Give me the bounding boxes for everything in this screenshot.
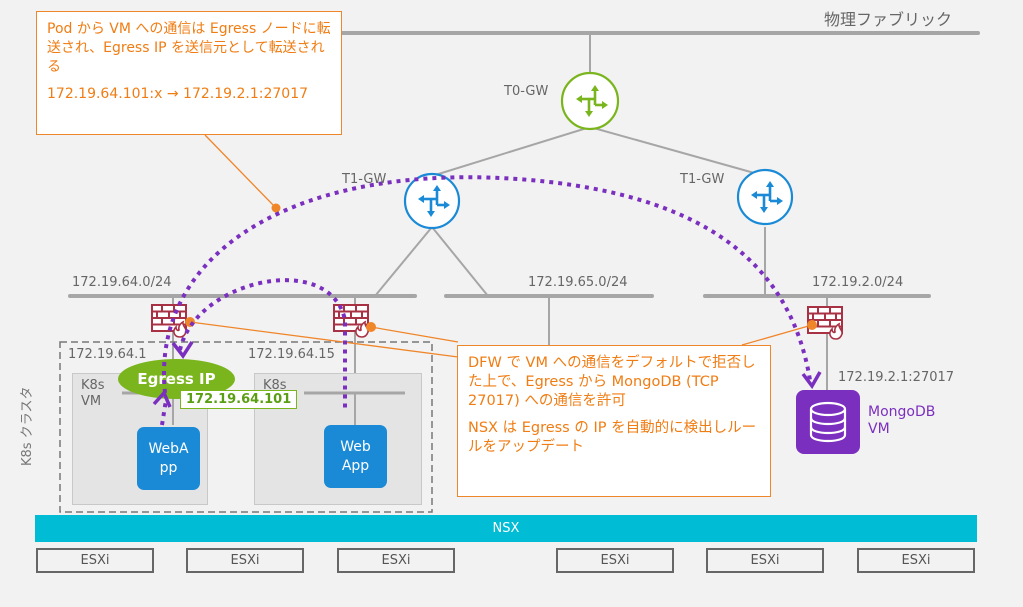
vm-label: K8s VM [81,378,105,409]
t1-gw-right-label: T1-GW [680,172,725,187]
segment-label-65: 172.19.65.0/24 [528,275,628,290]
webapp-pod-2[interactable]: Web App [324,425,387,488]
callout-note: NSX は Egress の IP を自動的に検出しルールをアップデート [468,420,757,455]
egress-ip-address: 172.19.64.101 [180,390,298,409]
esxi-host[interactable]: ESXi [857,548,975,573]
node-ip-2: 172.19.64.15 [248,347,335,362]
arrow-down-icon [801,371,822,390]
mongodb-endpoint: 172.19.2.1:27017 [838,370,955,385]
callout-text: Pod から VM への通信は Egress ノードに転送され、Egress I… [47,21,331,75]
k8s-cluster-boundary [59,341,433,513]
callout-text: DFW で VM への通信をデフォルトで拒否した上で、Egress から Mon… [468,355,756,409]
esxi-host[interactable]: ESXi [706,548,824,573]
pod-to-egress-flow [178,278,347,410]
t0-gw-label: T0-GW [504,84,549,99]
t1-gw-left-label: T1-GW [342,172,387,187]
callout-dfw-explanation: DFW で VM への通信をデフォルトで拒否した上で、Egress から Mon… [457,345,771,497]
segment-label-2: 172.19.2.0/24 [812,275,904,290]
arrow-down-icon [171,341,194,360]
esxi-host[interactable]: ESXi [186,548,304,573]
webapp-pod-1[interactable]: WebA pp [137,427,200,490]
nsx-label: NSX [492,521,520,536]
database-icon [809,401,847,443]
callout-egress-explanation: Pod から VM への通信は Egress ノードに転送され、Egress I… [36,11,342,135]
callout-flow: 172.19.64.101:x → 172.19.2.1:27017 [47,86,309,102]
mongodb-vm[interactable] [796,390,860,454]
esxi-host[interactable]: ESXi [36,548,154,573]
nsx-bar: NSX [35,515,977,542]
esxi-host[interactable]: ESXi [337,548,455,573]
fabric-label: 物理ファブリック [824,10,953,29]
egress-to-mongodb-flow [161,175,812,394]
vm-label: K8s [263,378,287,393]
esxi-host[interactable]: ESXi [556,548,674,573]
segment-label-64: 172.19.64.0/24 [72,275,172,290]
node-ip-1: 172.19.64.1 [68,347,147,362]
arrow-up-icon [152,389,172,408]
mongodb-label: MongoDB VM [868,404,936,437]
egress-ip-badge[interactable]: Egress IP [118,359,235,399]
